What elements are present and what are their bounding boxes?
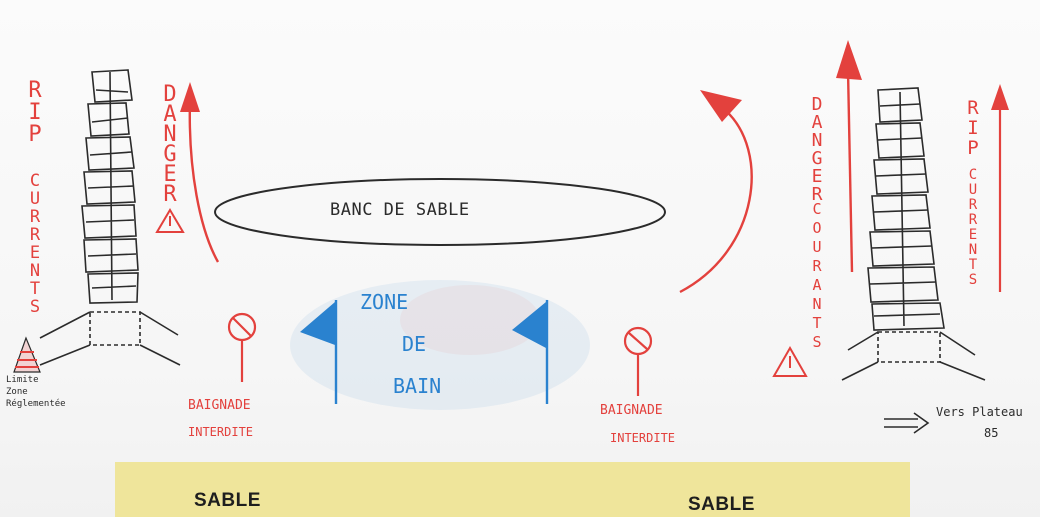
limit-buoy-icon [13, 336, 41, 373]
left-no-swimming-sign [227, 312, 257, 382]
sand-label-right: SABLE [688, 494, 755, 515]
swim-zone-line1: ZONE [360, 290, 409, 314]
left-swim-flag [300, 300, 338, 404]
swim-zone-line2: DE [402, 332, 427, 356]
direction-label-line2: 85 [984, 426, 999, 440]
right-no-swim-label-line2: INTERDITE [610, 431, 676, 445]
right-no-swimming-sign [623, 326, 653, 396]
left-jetty [39, 69, 181, 366]
left-rip-word: R I P [28, 78, 42, 147]
sandbar-label: BANC DE SABLE [330, 200, 470, 220]
right-danger-label: D A N G E R [811, 94, 823, 205]
left-danger-arrow [180, 82, 220, 263]
right-jetty [841, 87, 986, 381]
left-no-swim-label-line1: BAIGNADE [188, 398, 251, 413]
sand-strip [115, 462, 910, 517]
buoy-caption-line1: Limite [6, 375, 39, 385]
left-currents-word: C U R R E N T S [29, 171, 41, 317]
left-danger-label: D A N G E R [163, 82, 177, 207]
erased-smudge [400, 285, 540, 355]
buoy-caption-line3: Réglementée [6, 399, 66, 409]
direction-arrow-icon [884, 412, 930, 434]
sandbar-outline [214, 178, 666, 246]
left-no-swim-label-line2: INTERDITE [188, 425, 254, 439]
right-rip-word: R I P [967, 97, 979, 159]
right-no-swim-label-line1: BAIGNADE [600, 403, 663, 418]
right-rip-arrow [991, 84, 1009, 292]
swim-zone-smudge [290, 280, 590, 410]
right-danger-arrow [836, 40, 862, 273]
sand-label-left: SABLE [194, 490, 261, 511]
right-currents-word: C U R R E N T S [968, 167, 978, 288]
right-swim-flag [512, 300, 549, 404]
left-warning-icon [155, 208, 185, 233]
direction-label-line1: Vers Plateau [936, 405, 1023, 419]
right-curved-arrow [679, 90, 753, 294]
right-courants-label: C O U R A N T S [812, 200, 822, 351]
buoy-caption-line2: Zone [6, 387, 28, 397]
right-warning-icon [772, 345, 808, 377]
swim-zone-line3: BAIN [393, 374, 442, 398]
